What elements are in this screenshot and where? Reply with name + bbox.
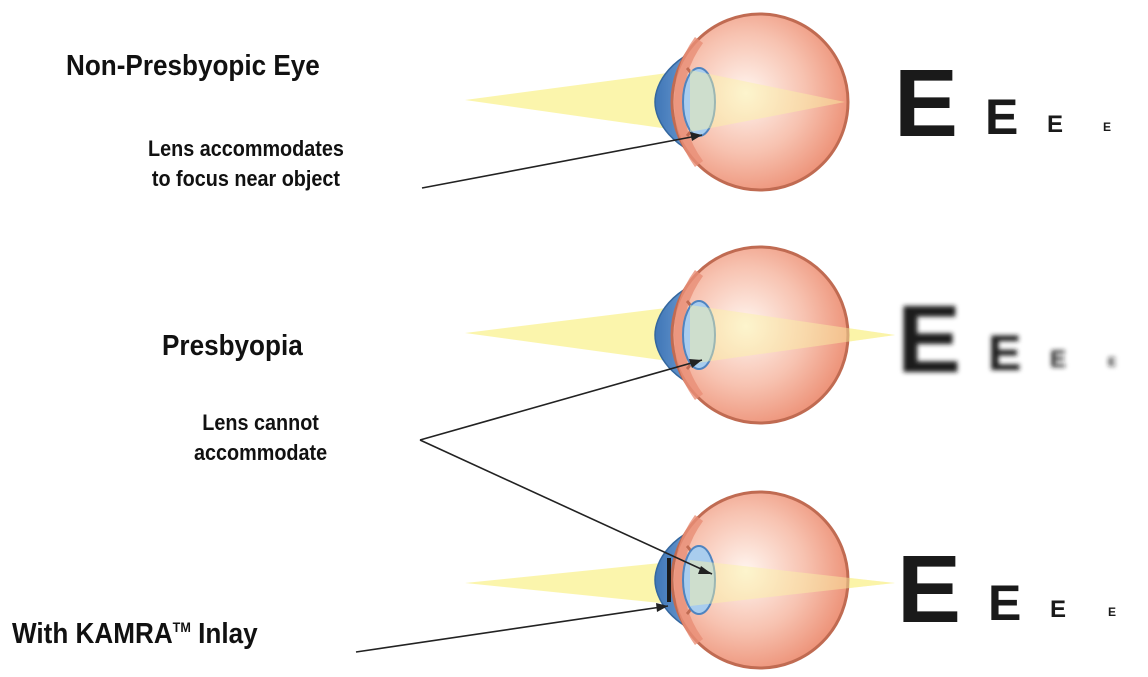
chart-letter: E	[897, 536, 961, 643]
chart-letter: E	[988, 575, 1021, 631]
chart-letter: E	[1108, 355, 1116, 369]
chart-letter: E	[897, 286, 961, 393]
label-kamra-suffix: Inlay	[191, 618, 258, 650]
label-lens-accommodates: Lens accommodates to focus near object	[148, 134, 344, 194]
chart-letter: E	[894, 50, 958, 157]
eye-chart-blurred: E E E E	[897, 286, 1116, 393]
pointer-cannot-row2	[420, 360, 702, 440]
row-non-presbyopic: E E E E	[465, 14, 1111, 190]
row-presbyopia: E E E E	[465, 247, 1116, 423]
chart-letter: E	[1108, 605, 1116, 619]
chart-letter: E	[985, 89, 1018, 145]
label-kamra-prefix: With KAMRA	[12, 618, 173, 650]
pointer-cannot-row3	[420, 440, 712, 574]
chart-letter: E	[1050, 596, 1066, 623]
label-with-kamra-inlay: With KAMRATM Inlay	[12, 618, 258, 651]
chart-letter: E	[1050, 346, 1066, 373]
chart-letter: E	[1047, 111, 1063, 138]
row-kamra-inlay: E E E E	[465, 492, 1116, 668]
eye-chart-sharp: E E E E	[897, 536, 1116, 643]
pointer-inlay	[356, 606, 668, 652]
label-line: to focus near object	[148, 164, 344, 194]
label-line: Lens cannot	[194, 408, 327, 438]
label-line: accommodate	[194, 438, 327, 468]
chart-letter: E	[1103, 120, 1111, 134]
eye-chart-sharp: E E E E	[894, 50, 1111, 157]
pointer-accommodates	[422, 135, 702, 188]
label-non-presbyopic-eye: Non-Presbyopic Eye	[66, 50, 320, 83]
chart-letter: E	[988, 325, 1021, 381]
label-presbyopia: Presbyopia	[162, 330, 303, 363]
label-line: Lens accommodates	[148, 134, 344, 164]
label-lens-cannot-accommodate: Lens cannot accommodate	[194, 408, 327, 468]
trademark-symbol: TM	[173, 619, 191, 635]
